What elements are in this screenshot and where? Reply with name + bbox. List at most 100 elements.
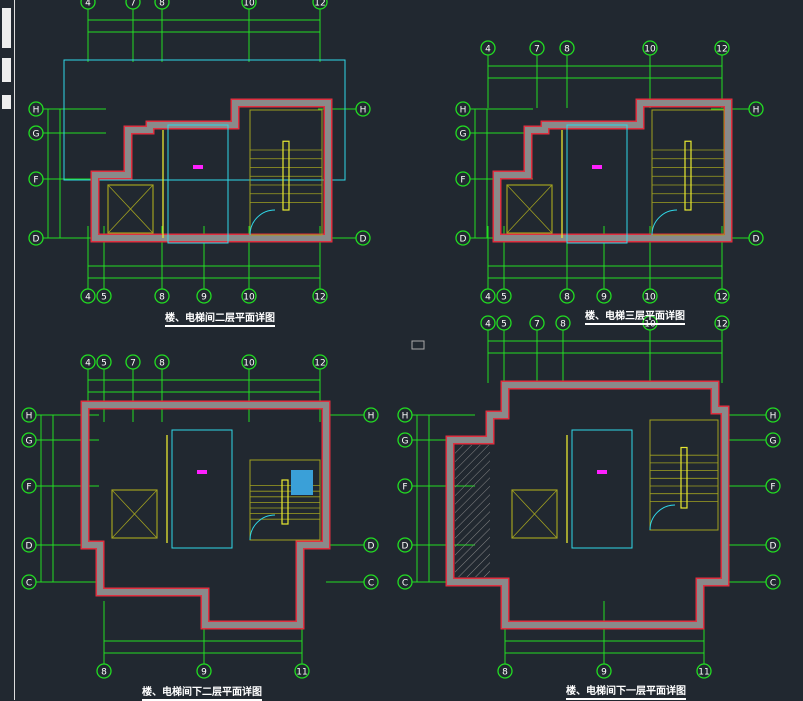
plan-3-axis-right-D — [363, 537, 379, 553]
plan-1-axis-left-H-label: H — [33, 106, 40, 116]
plan-1-axis-bottom-12-label: 12 — [314, 293, 325, 303]
plan-4-axis-left-H-label: H — [402, 412, 409, 422]
plan-4-axis-top-8-label: 8 — [560, 320, 566, 330]
plan-2-corridor-outline — [566, 124, 628, 244]
plan-1-axis-bottom-4 — [80, 288, 96, 304]
plan-2-axis-top-7-label: 7 — [534, 45, 540, 55]
plan-1-elevator-shaft — [107, 184, 154, 234]
plan-3-axis-bottom-11-label: 11 — [296, 668, 307, 678]
plan-1-axis-left-G-label: G — [33, 130, 40, 140]
plan-1-axis-top-7 — [125, 0, 141, 10]
plan-4-axis-left-H — [397, 407, 413, 423]
plan-3-axis-right-H — [363, 407, 379, 423]
plan-2-axis-right-H-label: H — [753, 106, 760, 116]
plan-4-axis-right-C — [765, 574, 781, 590]
plan-1-axis-top-8 — [154, 0, 170, 10]
plan-1-axis-bottom-12 — [312, 288, 328, 304]
plan-2-axis-top-10 — [642, 40, 658, 56]
plan-1-corridor-outline — [167, 124, 229, 244]
plan-4-axis-right-F — [765, 478, 781, 494]
plan-2-axis-bottom-8-label: 8 — [564, 293, 570, 303]
plan-3-door-swing — [249, 514, 276, 541]
plan-2-axis-bottom-5 — [496, 288, 512, 304]
plan-4-room-label-mark — [597, 470, 607, 474]
plan-3-axis-left-H — [21, 407, 37, 423]
plan-2-axis-left-G — [455, 125, 471, 141]
plan-4-axis-right-G — [765, 432, 781, 448]
plan-3-elevator-shaft — [111, 489, 158, 539]
plan-1-axis-top-8-label: 8 — [159, 0, 165, 9]
plan-2-stair — [651, 109, 725, 236]
plan-1-axis-right-D — [355, 230, 371, 246]
plan-3-axis-top-8 — [154, 354, 170, 370]
plan-1-axis-left-D — [28, 230, 44, 246]
plan-3-axis-top-10 — [241, 354, 257, 370]
plan-1-elevator-cross — [107, 184, 154, 234]
plan-4-axis-right-G-label: G — [770, 437, 777, 447]
plan-1-room-label-mark — [193, 165, 203, 169]
plan-2-elevator-cross — [506, 184, 553, 234]
plan-4-axis-top-4 — [480, 315, 496, 331]
plan-1-axis-bottom-9-label: 9 — [201, 293, 207, 303]
plan-4-axis-right-D — [765, 537, 781, 553]
plan-title-1: 楼、电梯间二层平面详图 — [165, 309, 275, 327]
plan-3-axis-right-D-label: D — [368, 542, 375, 552]
plan-4-axis-top-5 — [496, 315, 512, 331]
plan-1-axis-top-12-label: 12 — [314, 0, 325, 9]
ucs-marker-icon — [411, 340, 425, 350]
plan-3-stair — [249, 459, 321, 541]
plan-3-axis-left-C — [21, 574, 37, 590]
plan-3-axis-left-G-label: G — [26, 437, 33, 447]
plan-3-axis-left-F-label: F — [26, 483, 31, 493]
plan-1-roof-outline — [63, 59, 346, 181]
plan-3-axis-top-5-label: 5 — [101, 359, 107, 369]
plan-3-axis-left-C-label: C — [26, 579, 32, 589]
plan-3-axis-bottom-8-label: 8 — [101, 668, 107, 678]
plan-2-axis-left-D-label: D — [460, 235, 467, 245]
plan-2-axis-right-D — [748, 230, 764, 246]
plan-3-blue-fill — [291, 470, 313, 495]
plan-2-axis-bottom-8 — [559, 288, 575, 304]
plan-3-axis-top-12-label: 12 — [314, 359, 325, 369]
plan-4-axis-left-C — [397, 574, 413, 590]
plan-2-axis-left-H — [455, 101, 471, 117]
plan-2-axis-top-7 — [529, 40, 545, 56]
plan-1-stair-handrail — [282, 140, 290, 211]
plan-4-axis-right-F-label: F — [770, 483, 775, 493]
plan-1-stair — [249, 109, 323, 236]
plan-2-axis-top-10-label: 10 — [644, 45, 656, 55]
plan-4-axis-right-D-label: D — [770, 542, 777, 552]
plan-title-2: 楼、电梯三层平面详图 — [585, 307, 685, 325]
plan-3-axis-top-7 — [125, 354, 141, 370]
plan-3-stair-handrail — [281, 479, 289, 525]
plan-4-door-swing — [649, 504, 676, 531]
plan-1-axis-top-10-label: 10 — [243, 0, 255, 9]
plan-1-axis-left-G — [28, 125, 44, 141]
plan-2-axis-right-D-label: D — [753, 235, 760, 245]
plan-3-axis-top-5 — [96, 354, 112, 370]
plan-4-axis-top-8 — [555, 315, 571, 331]
plan-4-stair — [649, 419, 719, 531]
plan-3-elevator-cross — [111, 489, 158, 539]
plan-4-axis-left-C-label: C — [402, 579, 408, 589]
plan-2-axis-left-F — [455, 171, 471, 187]
plan-4-axis-right-H — [765, 407, 781, 423]
plan-2-axis-bottom-9 — [596, 288, 612, 304]
plan-2-room-label-mark — [592, 165, 602, 169]
plan-4-axis-bottom-9-label: 9 — [601, 668, 607, 678]
plan-4-corridor-outline — [571, 429, 633, 549]
plan-1-axis-bottom-5 — [96, 288, 112, 304]
plan-1-axis-top-4 — [80, 0, 96, 10]
plan-3-axis-left-F — [21, 478, 37, 494]
plan-1-axis-left-F-label: F — [33, 176, 38, 186]
plan-1-axis-top-7-label: 7 — [130, 0, 136, 9]
plan-1-axis-bottom-9 — [196, 288, 212, 304]
plan-4-axis-left-G-label: G — [402, 437, 409, 447]
plan-1-axis-left-H — [28, 101, 44, 117]
plan-3-axis-top-8-label: 8 — [159, 359, 165, 369]
plan-2-elevator-shaft — [506, 184, 553, 234]
plan-4-stair-handrail — [680, 446, 688, 509]
plan-4-axis-top-12-label: 12 — [716, 320, 727, 330]
plan-1-axis-bottom-10-label: 10 — [243, 293, 255, 303]
